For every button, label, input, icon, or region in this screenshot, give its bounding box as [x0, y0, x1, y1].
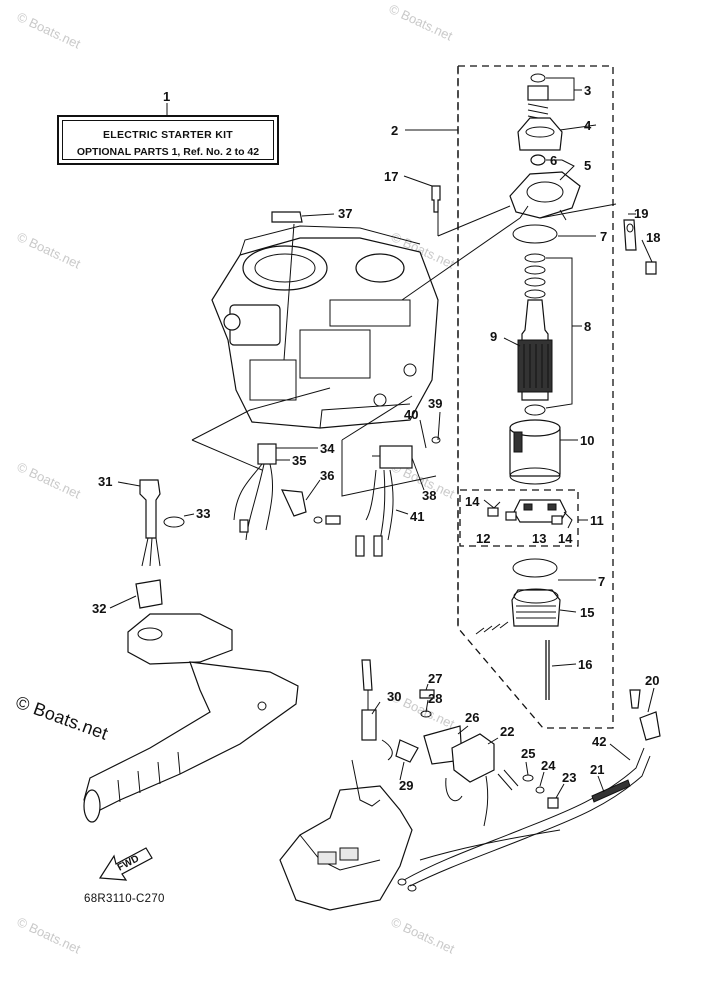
watermark: © Boats.net [15, 9, 83, 52]
leader-lines [109, 77, 655, 799]
callout-10: 10 [580, 433, 594, 448]
screw-part [431, 436, 441, 444]
key-switch-part [139, 479, 161, 539]
kit-title: ELECTRIC STARTER KIT [102, 129, 234, 141]
watermark: © Boats.net [387, 1, 455, 44]
bracket-part [281, 489, 307, 517]
callout-21: 21 [590, 762, 604, 777]
callout-26: 26 [465, 710, 479, 725]
callout-30: 30 [387, 689, 401, 704]
callout-32: 32 [92, 601, 106, 616]
callout-42: 42 [592, 734, 606, 749]
bolt-part [431, 185, 441, 213]
kit-subtitle: OPTIONAL PARTS 1, Ref. No. 2 to 42 [76, 146, 260, 158]
callout-1: 1 [163, 89, 170, 104]
callout-41: 41 [410, 509, 424, 524]
watermark: © Boats.net [15, 459, 83, 502]
electric-starter-kit-box: ELECTRIC STARTER KIT OPTIONAL PARTS 1, R… [57, 115, 279, 165]
engine-block [211, 225, 439, 429]
callout-7: 7 [600, 229, 607, 244]
stopper-part [527, 85, 549, 101]
callout-23: 23 [562, 770, 576, 785]
o-ring-lower-part [512, 558, 558, 578]
collar-part [135, 579, 163, 609]
snap-ring-part [530, 73, 546, 83]
callout-8: 8 [584, 319, 591, 334]
callout-39: 39 [428, 396, 442, 411]
callout-31: 31 [98, 474, 112, 489]
callout-25: 25 [521, 746, 535, 761]
callout-11: 11 [590, 513, 604, 528]
brush-set-frame [459, 489, 579, 547]
kit-box-inner-frame: ELECTRIC STARTER KIT OPTIONAL PARTS 1, R… [62, 120, 274, 160]
bolt-part [419, 689, 435, 699]
clip-part [163, 516, 185, 528]
fwd-arrow-icon [98, 847, 153, 881]
callout-20: 20 [645, 673, 659, 688]
starter-assembly-frame [457, 65, 614, 729]
clip-part [395, 739, 419, 763]
watermark: © Boats.net [15, 229, 83, 272]
callout-labels: 1 2 3 4 5 6 7 8 9 10 11 12 13 14 14 7 15… [92, 83, 660, 793]
brush-holder-set [459, 489, 579, 547]
callout-35: 35 [292, 453, 306, 468]
callout-12: 12 [476, 531, 490, 546]
callout-3: 3 [584, 83, 591, 98]
callout-9: 9 [490, 329, 497, 344]
callout-13: 13 [532, 531, 546, 546]
callout-33: 33 [196, 506, 210, 521]
switch-part [257, 443, 277, 465]
clamp-part [271, 211, 303, 223]
watermark: © Boats.net [389, 914, 457, 957]
callout-36: 36 [320, 468, 334, 483]
lower-mount-bracket [279, 759, 413, 911]
battery-cable-part [591, 779, 631, 803]
o-ring-part [512, 224, 558, 244]
callout-38: 38 [422, 488, 436, 503]
callout-14b: 14 [558, 531, 573, 546]
cable-end-part [361, 659, 373, 691]
pinion-part [517, 117, 563, 151]
callout-6: 6 [550, 153, 557, 168]
callout-27: 27 [428, 671, 442, 686]
callout-7b: 7 [598, 574, 605, 589]
washer-set [475, 621, 509, 635]
relay-part [379, 445, 413, 469]
starter-relay-part [451, 733, 495, 783]
callout-29: 29 [399, 778, 413, 793]
callout-40: 40 [404, 407, 418, 422]
collar-part [530, 154, 546, 166]
callout-37: 37 [338, 206, 352, 221]
starter-upper-bracket [509, 171, 581, 219]
tiller-handle [83, 613, 299, 823]
callout-22: 22 [500, 724, 514, 739]
callout-15: 15 [580, 605, 594, 620]
lower-bracket-part [511, 589, 561, 627]
watermark: © Boats.net [15, 914, 83, 957]
switch-part [361, 709, 377, 741]
callout-28: 28 [428, 691, 442, 706]
terminal-part [629, 689, 641, 709]
callout-18: 18 [646, 230, 660, 245]
callout-24: 24 [541, 758, 556, 773]
bolt-part [645, 261, 657, 275]
callout-16: 16 [578, 657, 592, 672]
callout-2: 2 [391, 123, 398, 138]
callout-4: 4 [584, 118, 592, 133]
callout-5: 5 [584, 158, 591, 173]
callout-17: 17 [384, 169, 398, 184]
callout-19: 19 [634, 206, 648, 221]
callout-14: 14 [465, 494, 480, 509]
diagram-reference-code: 68R3110-C270 [84, 893, 165, 905]
starter-motor-parts [509, 73, 581, 485]
callout-34: 34 [320, 441, 335, 456]
